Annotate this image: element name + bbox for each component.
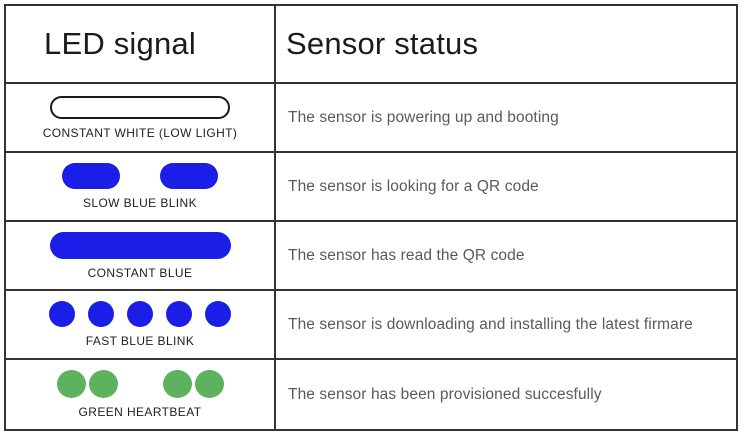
blue-pill-icon <box>160 163 218 189</box>
status-cell: The sensor has read the QR code <box>276 222 736 291</box>
led-label: GREEN HEARTBEAT <box>78 405 202 419</box>
led-label: CONSTANT WHITE (LOW LIGHT) <box>42 125 238 140</box>
green-dot-pair <box>56 370 118 398</box>
blue-dot-icon <box>205 301 231 327</box>
led-cell-fast-blue-blink: FAST BLUE BLINK <box>6 291 276 360</box>
led-label: CONSTANT BLUE <box>87 265 193 280</box>
green-dot-icon <box>56 370 86 398</box>
blue-dot-icon <box>166 301 192 327</box>
header-sensor-status: Sensor status <box>276 6 736 84</box>
status-cell: The sensor is powering up and booting <box>276 84 736 153</box>
led-signal-table: LED signal Sensor status CONSTANT WHITE … <box>4 4 738 431</box>
long-blue-pill-icon <box>49 231 231 259</box>
led-label: SLOW BLUE BLINK <box>82 196 198 210</box>
status-text: The sensor has read the QR code <box>288 246 525 264</box>
status-cell: The sensor has been provisioned succesfu… <box>276 360 736 429</box>
blue-dot-icon <box>49 301 75 327</box>
green-dot-icon <box>194 370 224 398</box>
status-text: The sensor is looking for a QR code <box>288 177 539 195</box>
green-dot-pair <box>162 370 224 398</box>
header-led-signal-label: LED signal <box>44 26 196 61</box>
led-pattern-constant-blue <box>49 231 231 259</box>
led-pattern-fast-blue-blink <box>49 301 231 327</box>
blue-dot-icon <box>88 301 114 327</box>
status-text: The sensor is powering up and booting <box>288 108 559 126</box>
status-text: The sensor is downloading and installing… <box>288 315 693 333</box>
led-label: FAST BLUE BLINK <box>85 334 195 348</box>
led-pattern-green-heartbeat <box>56 370 224 398</box>
led-cell-green-heartbeat: GREEN HEARTBEAT <box>6 360 276 429</box>
led-cell-slow-blue-blink: SLOW BLUE BLINK <box>6 153 276 222</box>
led-pattern-slow-blue-blink <box>62 163 218 189</box>
blue-dot-icon <box>127 301 153 327</box>
led-cell-constant-blue: CONSTANT BLUE <box>6 222 276 291</box>
header-led-signal: LED signal <box>6 6 276 84</box>
blue-pill-icon <box>62 163 120 189</box>
white-outlined-pill-icon <box>50 95 230 119</box>
led-pattern-constant-white <box>50 95 230 119</box>
led-cell-constant-white: CONSTANT WHITE (LOW LIGHT) <box>6 84 276 153</box>
status-cell: The sensor is looking for a QR code <box>276 153 736 222</box>
green-dot-icon <box>88 370 118 398</box>
green-dot-icon <box>162 370 192 398</box>
status-text: The sensor has been provisioned succesfu… <box>288 385 602 403</box>
header-sensor-status-label: Sensor status <box>286 26 479 61</box>
status-cell: The sensor is downloading and installing… <box>276 291 736 360</box>
